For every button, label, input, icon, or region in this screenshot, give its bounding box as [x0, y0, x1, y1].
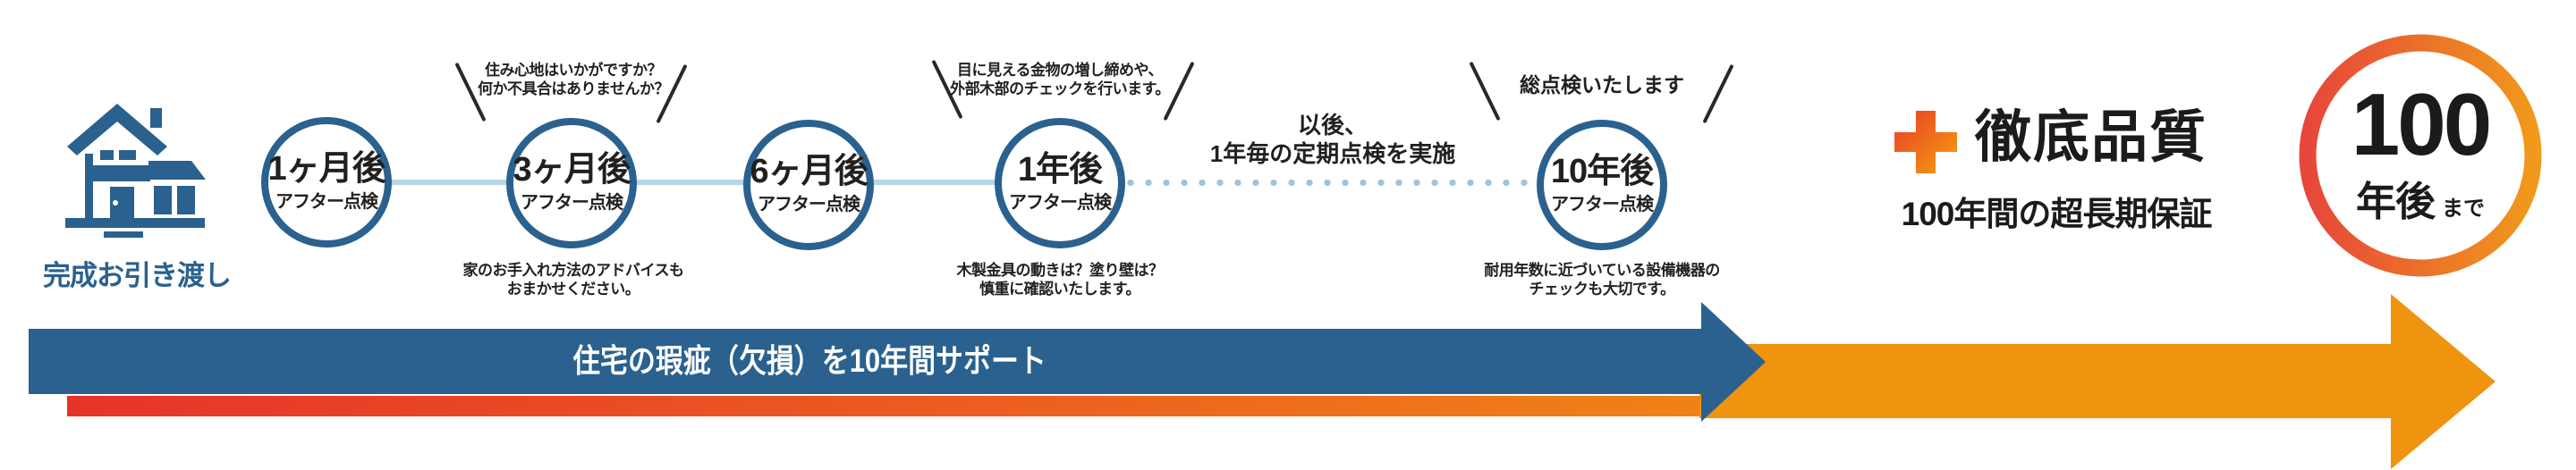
- badge-suffix: まで: [2442, 196, 2485, 221]
- milestone-sublabel: アフター点検: [1009, 193, 1112, 214]
- timeline-dotted-connector: [1122, 179, 1538, 187]
- milestone-1-month: 1ヶ月後 アフター点検: [261, 117, 392, 248]
- note-line: 1年毎の定期点検を実施: [1209, 140, 1456, 167]
- timeline-solid-connector: [322, 180, 1061, 185]
- plus-cross-icon: [1894, 111, 1957, 173]
- milestone-sublabel: アフター点検: [758, 195, 860, 215]
- milestone-1-year: 1年後 アフター点検: [995, 118, 1125, 248]
- note-line: 耐用年数に近づいている設備機器の: [1484, 262, 1720, 279]
- milestone-period: 10年後: [1550, 152, 1654, 190]
- warranty-gradient-strip: [67, 396, 1856, 416]
- note-line: 住み心地はいかがですか？: [485, 62, 663, 79]
- badge-text: 100 年後 まで: [2299, 34, 2542, 277]
- milestone-sublabel: アフター点検: [521, 193, 623, 214]
- note-1-year-top: 目に見える金物の増し締めや、 外部木部のチェックを行います。: [950, 61, 1170, 98]
- milestone-10-years: 10年後 アフター点検: [1537, 120, 1667, 250]
- hundred-year-badge: 100 年後 まで: [2299, 34, 2542, 277]
- note-3-months-bottom: 家のお手入れ方法のアドバイスも おまかせください。: [462, 261, 685, 298]
- milestone-period: 6ヶ月後: [750, 152, 868, 190]
- long-term-orange-arrow: [1699, 294, 2496, 469]
- interval-inspection-note: 以後、 1年毎の定期点検を実施: [1210, 111, 1455, 168]
- milestone-3-months: 3ヶ月後 アフター点検: [506, 118, 637, 248]
- note-line: 目に見える金物の増し締めや、: [957, 62, 1163, 79]
- house-icon: [65, 104, 206, 238]
- milestone-sublabel: アフター点検: [275, 192, 378, 213]
- badge-number: 100: [2351, 75, 2493, 174]
- note-10-years-bottom: 耐用年数に近づいている設備機器の チェックも大切です。: [1484, 261, 1720, 298]
- note-line: 木製金具の動きは？塗り壁は？: [956, 262, 1165, 279]
- handover-label: 完成お引き渡し: [43, 260, 232, 291]
- note-line: おまかせください。: [506, 281, 640, 298]
- ten-year-blue-arrow: [29, 302, 1766, 422]
- milestone-period: 1年後: [1017, 150, 1103, 189]
- quality-subtitle: 100年間の超長期保証: [1901, 196, 2213, 232]
- milestone-period: 3ヶ月後: [513, 150, 631, 189]
- milestone-period: 1ヶ月後: [267, 149, 386, 188]
- note-line: 何か不具合はありませんか？: [478, 80, 670, 97]
- note-line: 家のお手入れ方法のアドバイスも: [462, 262, 685, 279]
- milestone-6-months: 6ヶ月後 アフター点検: [743, 120, 874, 250]
- quality-title: 徹底品質: [1975, 106, 2207, 169]
- note-10-years-top: 総点検いたします: [1520, 73, 1684, 97]
- note-line: 以後、: [1297, 112, 1368, 138]
- note-1-year-bottom: 木製金具の動きは？塗り壁は？ 慎重に確認いたします。: [956, 261, 1165, 298]
- note-3-months-top: 住み心地はいかがですか？ 何か不具合はありませんか？: [478, 61, 670, 98]
- note-line: 慎重に確認いたします。: [979, 281, 1140, 298]
- note-line: 総点検いたします: [1520, 73, 1684, 97]
- badge-unit-row: 年後 まで: [2356, 169, 2485, 227]
- note-line: 外部木部のチェックを行います。: [950, 80, 1170, 97]
- ten-year-support-label: 住宅の瑕疵（欠損）を10年間サポート: [572, 342, 1046, 379]
- badge-unit: 年後: [2355, 178, 2436, 224]
- badge-ring-icon: [2299, 34, 2542, 277]
- note-line: チェックも大切です。: [1529, 281, 1675, 298]
- milestone-sublabel: アフター点検: [1551, 195, 1654, 215]
